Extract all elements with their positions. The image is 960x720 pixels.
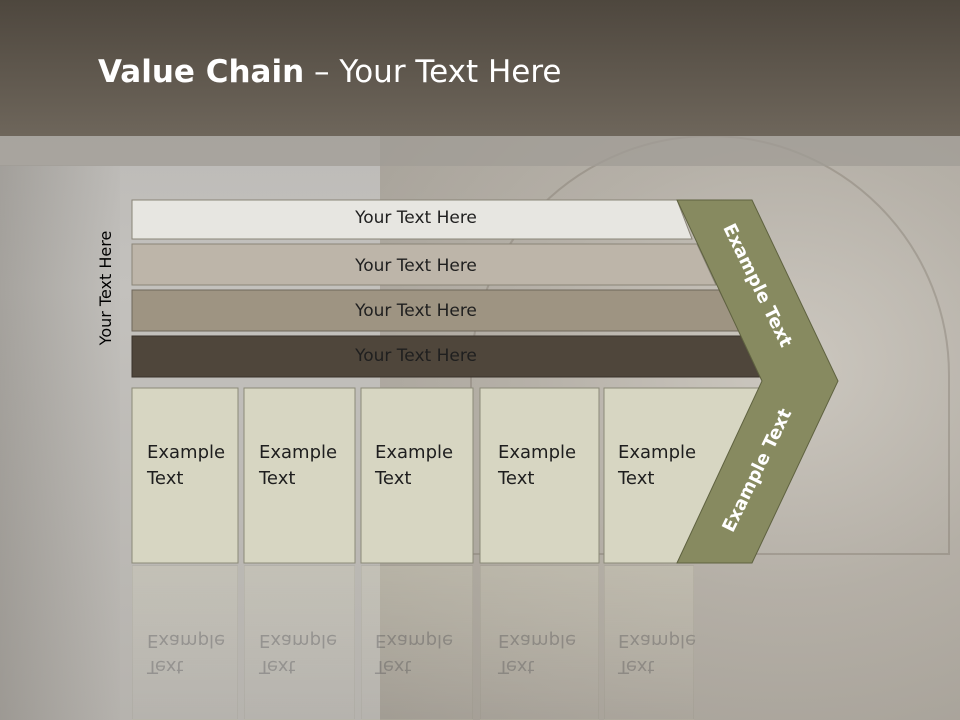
- background-column: [0, 165, 120, 720]
- bar-1-label: Your Text Here: [355, 208, 477, 228]
- title-bold: Value Chain: [98, 54, 305, 90]
- bar-4-label: Your Text Here: [355, 346, 477, 366]
- bar-2-label: Your Text Here: [355, 256, 477, 276]
- cell-4-line1: Example: [498, 442, 577, 463]
- cell-3-line2: Text: [375, 468, 412, 489]
- cell-1[interactable]: [131, 387, 239, 564]
- header-strip: [0, 136, 960, 166]
- cell-2[interactable]: [243, 387, 356, 564]
- bar-2[interactable]: [131, 243, 717, 286]
- cell-4[interactable]: [479, 387, 600, 564]
- bar-1[interactable]: [131, 199, 693, 240]
- title-rest: – Your Text Here: [304, 54, 562, 90]
- cell-1-line2: Text: [147, 468, 184, 489]
- bar-3-label: Your Text Here: [355, 301, 477, 321]
- cell-4-line2: Text: [498, 468, 535, 489]
- cell-3[interactable]: [360, 387, 474, 564]
- chevron-arrow[interactable]: [676, 199, 839, 564]
- header-band: [0, 0, 960, 136]
- cell-1-line1: Example: [147, 442, 226, 463]
- slide-title[interactable]: Value Chain – Your Text Here: [98, 54, 561, 90]
- cell-2-line2: Text: [259, 468, 296, 489]
- cell-2-line1: Example: [259, 442, 338, 463]
- cell-5-line2: Text: [618, 468, 655, 489]
- cell-5-line1: Example: [618, 442, 697, 463]
- cell-3-line1: Example: [375, 442, 454, 463]
